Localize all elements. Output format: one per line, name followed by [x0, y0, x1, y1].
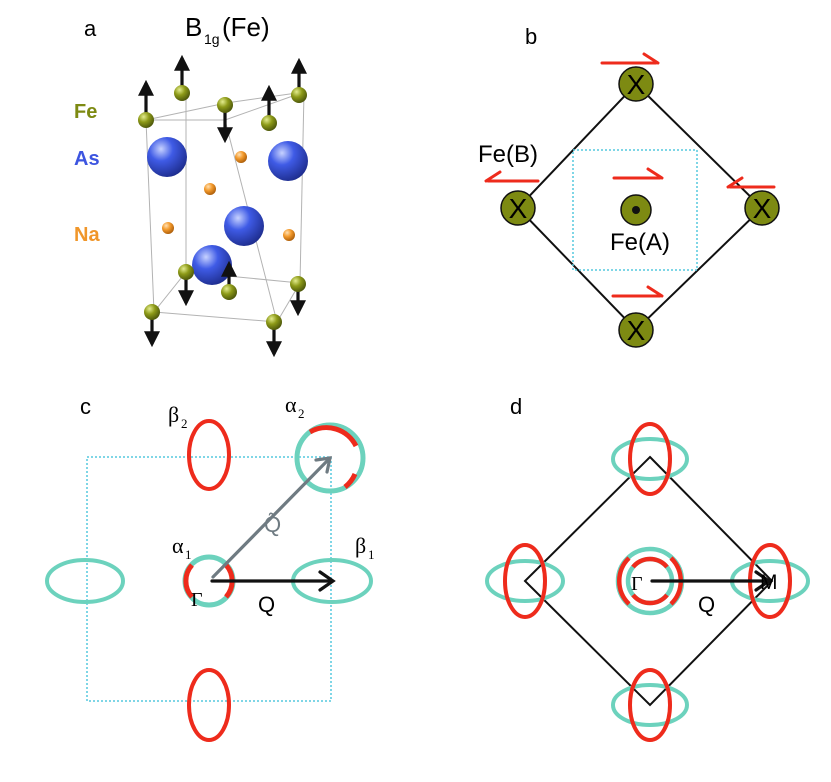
q-tilde-arrow [211, 456, 333, 579]
brillouin-zone-diamond [523, 455, 774, 707]
beta1-label: β 1 [355, 533, 375, 562]
beta1-main: β [355, 533, 366, 558]
panel-b: b X X X X Fe(B) Fe(A) [478, 24, 780, 348]
legend-na: Na [74, 224, 100, 246]
alpha1-subscript: 1 [185, 547, 192, 562]
fe-b-site-bottom: X [618, 312, 654, 348]
spin-arrows [484, 52, 776, 298]
title-tail: (Fe) [222, 12, 270, 42]
beta2-pocket-bottom [187, 668, 231, 742]
fe-atoms [138, 85, 307, 330]
fe-a-site-center [620, 194, 652, 226]
legend-fe: Fe [74, 101, 97, 123]
pocket-bottom [611, 668, 689, 742]
panel-d-label: d [510, 394, 522, 419]
alpha2-main: α [285, 392, 297, 417]
panel-a-label: a [84, 16, 97, 41]
panel-c-label: c [80, 394, 91, 419]
title-main: B [185, 12, 202, 42]
beta1-subscript: 1 [368, 547, 375, 562]
unit-cell-dotted [572, 149, 698, 271]
fe-b-site-top: X [618, 66, 654, 102]
gamma-label-d: Γ [631, 573, 643, 595]
panel-a-title: B 1g (Fe) [185, 12, 270, 47]
gamma-label: Γ [191, 589, 203, 611]
beta1-pocket-left [45, 558, 125, 604]
panel-b-label: b [525, 24, 537, 49]
q-label-d: Q [698, 592, 715, 617]
cross-glyph: X [627, 69, 646, 100]
panel-a: a B 1g (Fe) Fe As Na [74, 12, 308, 358]
cross-glyph: X [627, 315, 646, 346]
title-subscript: 1g [204, 31, 220, 47]
q-label: Q [258, 592, 275, 617]
pocket-top [611, 422, 689, 496]
cross-glyph: X [753, 193, 772, 224]
alpha1-label: α 1 [172, 533, 192, 562]
na-atoms [162, 151, 295, 241]
unit-cell-frame [145, 91, 305, 323]
beta2-label: β 2 [168, 402, 188, 431]
as-atoms [147, 137, 308, 285]
fe-b-site-left: X [500, 190, 536, 226]
panel-d: d Γ M [485, 394, 810, 742]
fe-b-label: Fe(B) [478, 141, 538, 168]
alpha2-label: α 2 [285, 392, 305, 421]
pocket-left [485, 543, 565, 619]
beta2-pocket-top [187, 419, 231, 491]
q-tilde-label: Q̃ [264, 512, 281, 537]
panel-c: c β 2 α 2 [45, 392, 375, 742]
alpha2-pocket [294, 422, 366, 494]
fe-b-site-right: X [744, 190, 780, 226]
alpha1-main: α [172, 533, 184, 558]
q-arrow-d [650, 570, 772, 592]
beta2-main: β [168, 402, 179, 427]
legend-as: As [74, 148, 100, 170]
alpha2-subscript: 2 [298, 406, 305, 421]
cross-glyph: X [509, 193, 528, 224]
q-arrow [210, 570, 336, 592]
beta2-subscript: 2 [181, 416, 188, 431]
m-label: M [760, 571, 778, 594]
fe-a-label: Fe(A) [610, 229, 670, 256]
